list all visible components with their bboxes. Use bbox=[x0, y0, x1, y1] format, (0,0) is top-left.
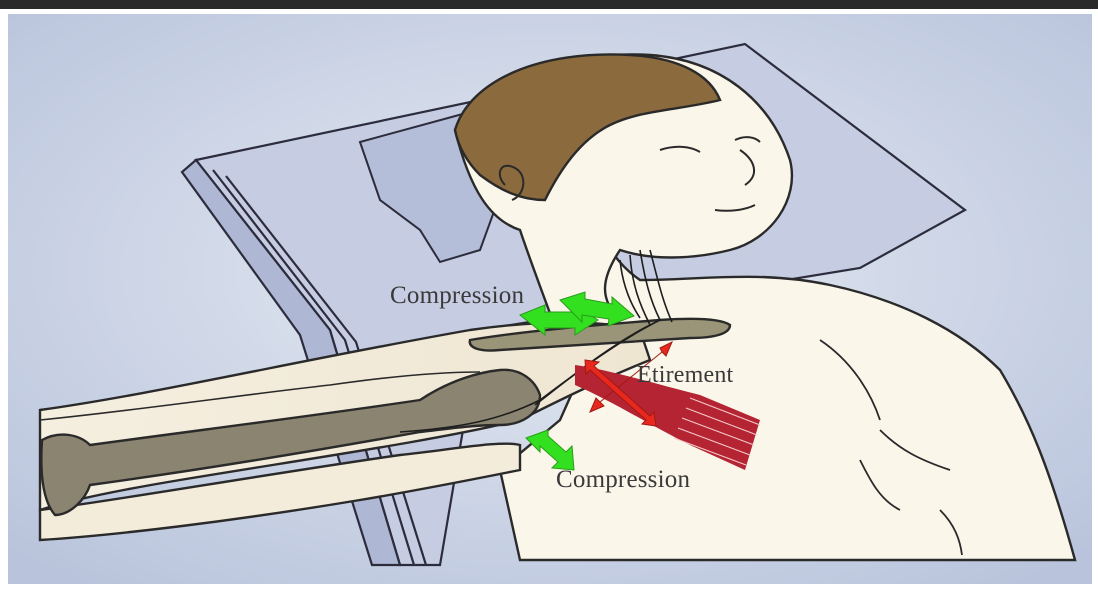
label-etirement: Etirement bbox=[637, 362, 733, 389]
label-compression-bottom: Compression bbox=[556, 466, 690, 494]
label-compression-top: Compression bbox=[390, 282, 524, 310]
